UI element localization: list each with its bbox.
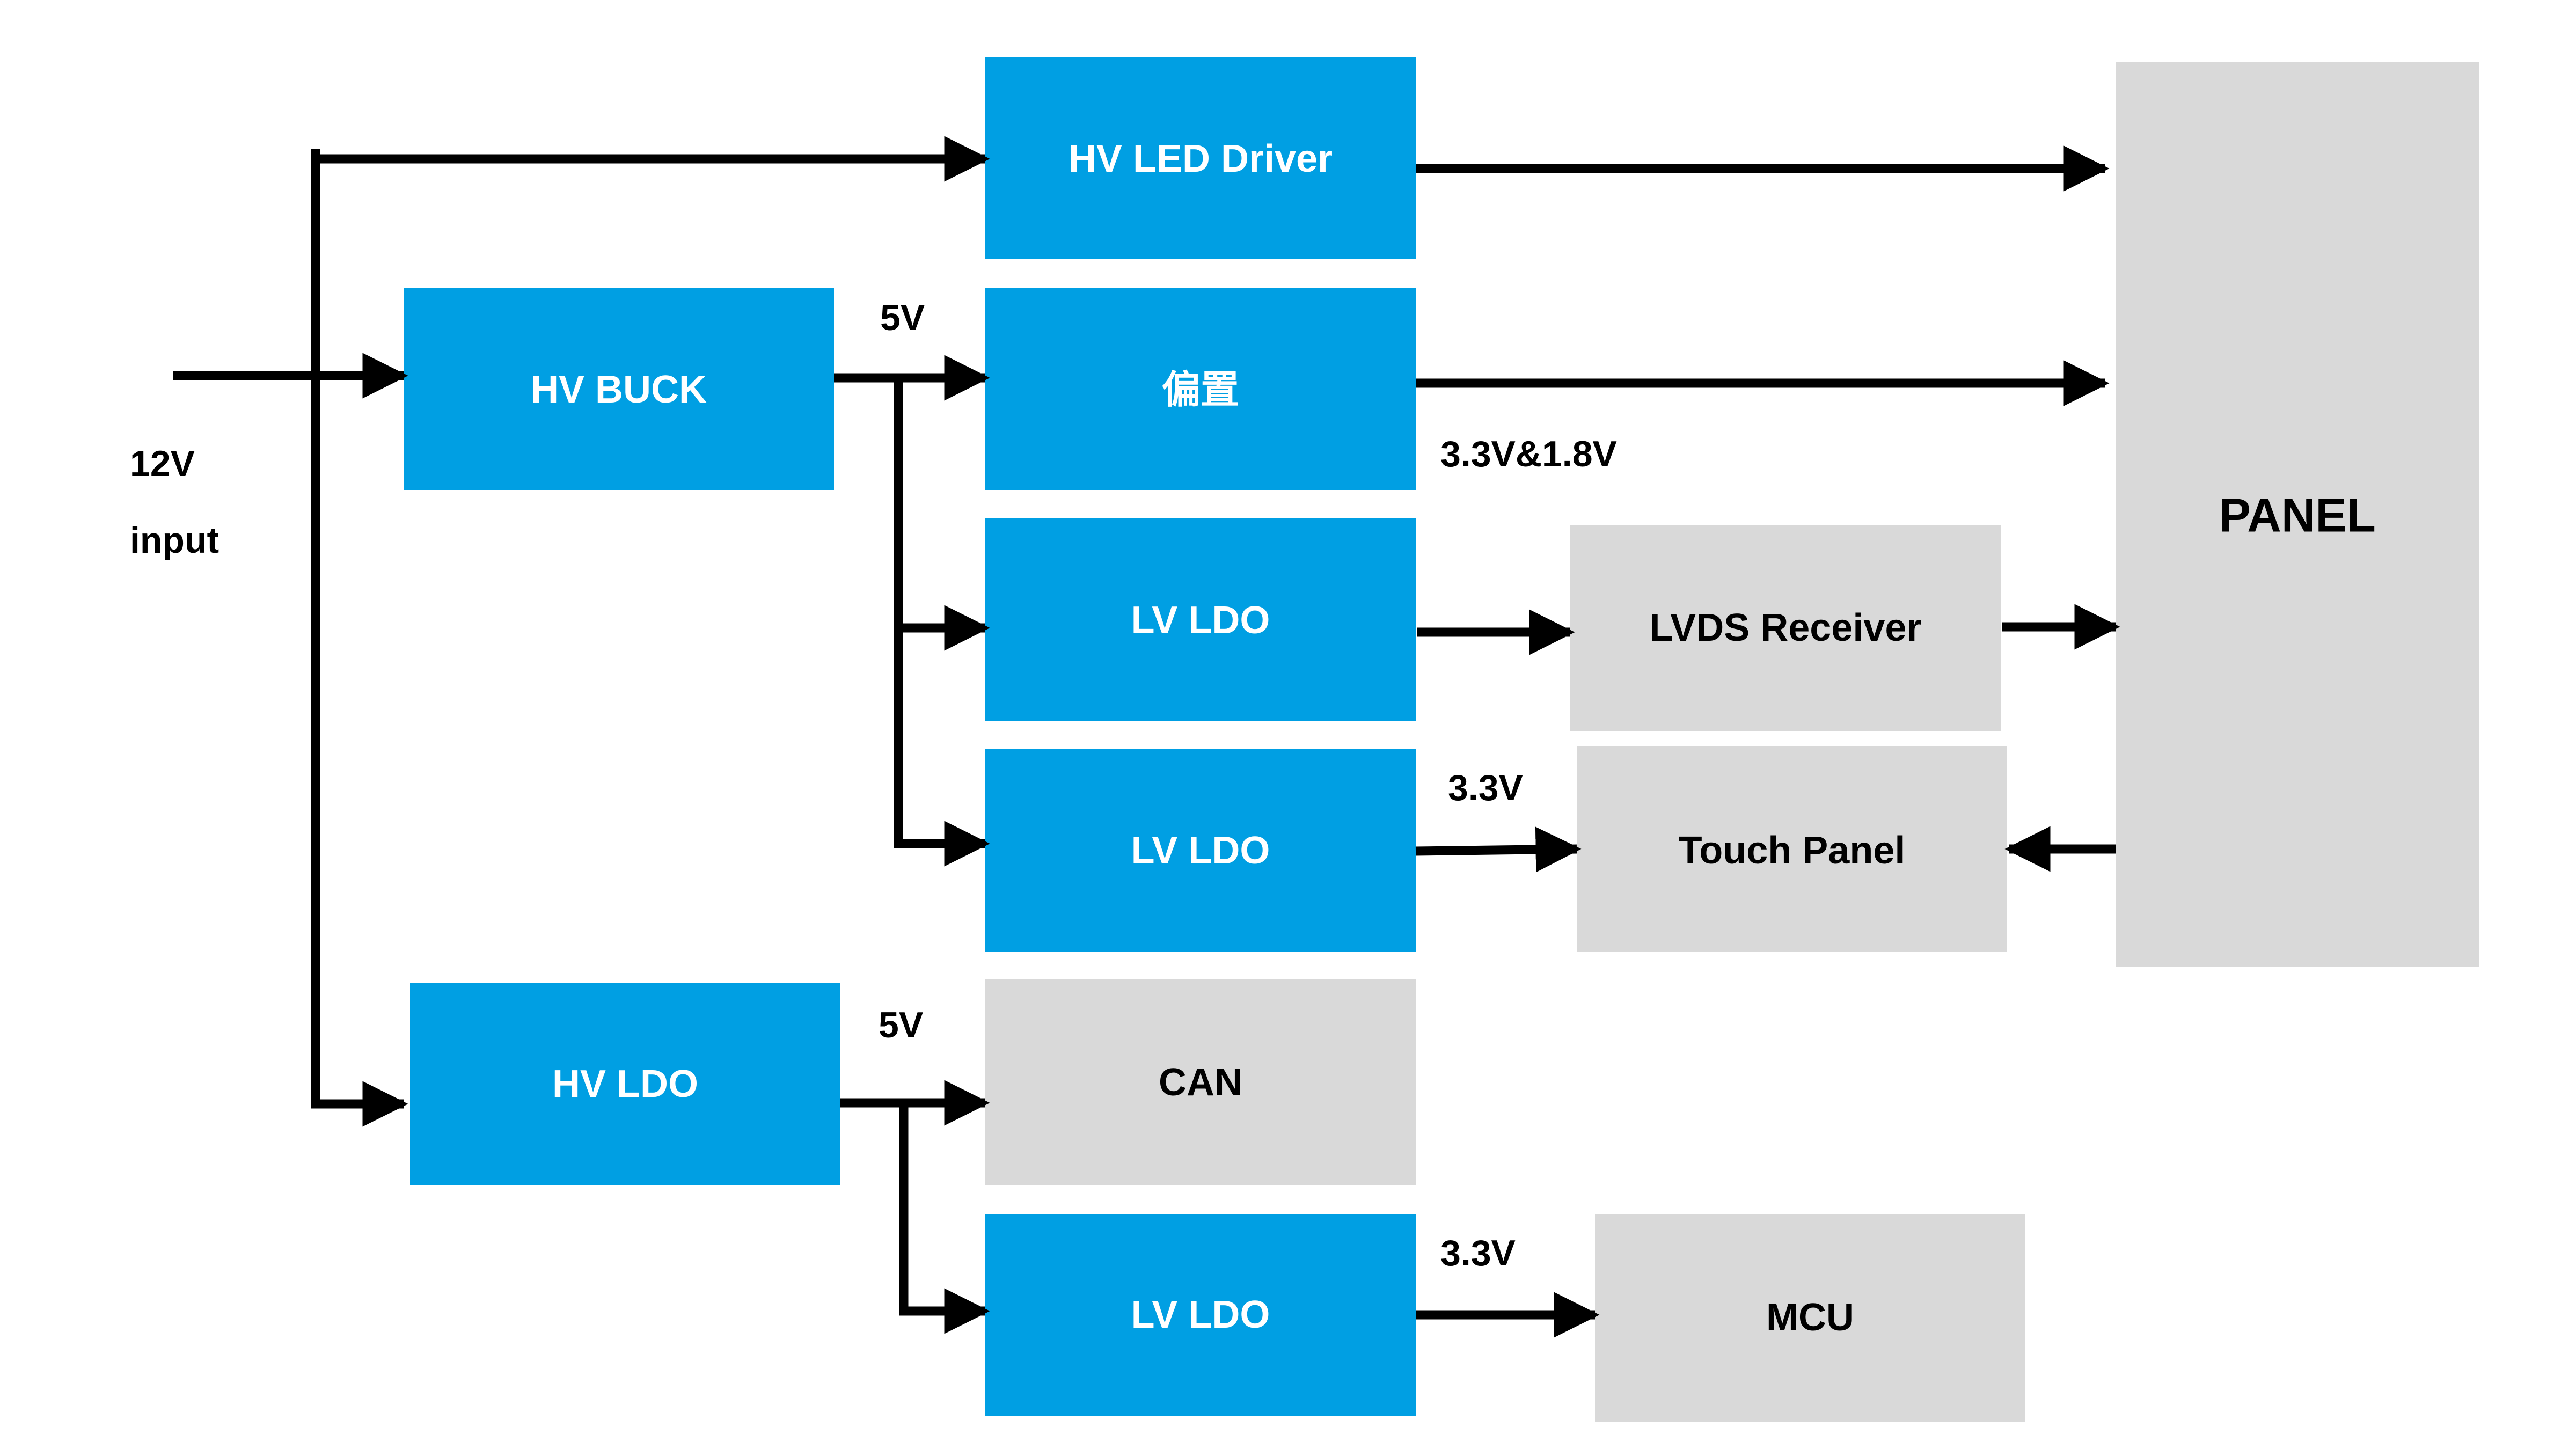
lvds-receiver-label: LVDS Receiver bbox=[1650, 606, 1922, 649]
wires bbox=[311, 149, 909, 1313]
arrows bbox=[173, 136, 2120, 1338]
input-label: input bbox=[130, 520, 219, 561]
mcu-block bbox=[1595, 1214, 2025, 1422]
lv-ldo-2-label: LV LDO bbox=[1131, 829, 1270, 872]
lv-ldo-1-label: LV LDO bbox=[1131, 599, 1270, 642]
hv-buck-label: HV BUCK bbox=[531, 368, 707, 411]
touch-panel-block bbox=[1577, 746, 2007, 952]
hv-ldo-block bbox=[410, 983, 840, 1185]
hvldo-5v-label: 5V bbox=[879, 1005, 923, 1045]
bias-voltage-label: 3.3V&1.8V bbox=[1440, 434, 1617, 474]
ldo2-3v3-label: 3.3V bbox=[1448, 767, 1523, 808]
bias-block bbox=[985, 288, 1416, 490]
touch-panel-label: Touch Panel bbox=[1679, 829, 1906, 872]
mcu-label: MCU bbox=[1766, 1296, 1854, 1339]
panel-block bbox=[2116, 62, 2479, 967]
lv-ldo-block-3 bbox=[985, 1214, 1416, 1416]
input-voltage-label: 12V bbox=[130, 443, 195, 484]
panel-label: PANEL bbox=[2219, 489, 2376, 542]
lv-ldo-block-1 bbox=[985, 518, 1416, 721]
can-label: CAN bbox=[1159, 1061, 1242, 1104]
can-block bbox=[985, 979, 1416, 1185]
hv-led-driver-label: HV LED Driver bbox=[1069, 137, 1333, 180]
hv-ldo-label: HV LDO bbox=[552, 1063, 698, 1106]
lv-ldo-3-label: LV LDO bbox=[1131, 1293, 1270, 1336]
ldo3-3v3-label: 3.3V bbox=[1440, 1233, 1516, 1274]
hv-buck-block bbox=[404, 288, 834, 490]
lvds-receiver-block bbox=[1570, 525, 2001, 731]
buck-5v-label: 5V bbox=[880, 297, 925, 338]
lv-ldo-block-2 bbox=[985, 749, 1416, 952]
bias-label: 偏置 bbox=[1162, 367, 1239, 412]
hv-led-driver-block bbox=[985, 57, 1416, 259]
arrow-ldo2-to-touch bbox=[1415, 826, 1582, 873]
